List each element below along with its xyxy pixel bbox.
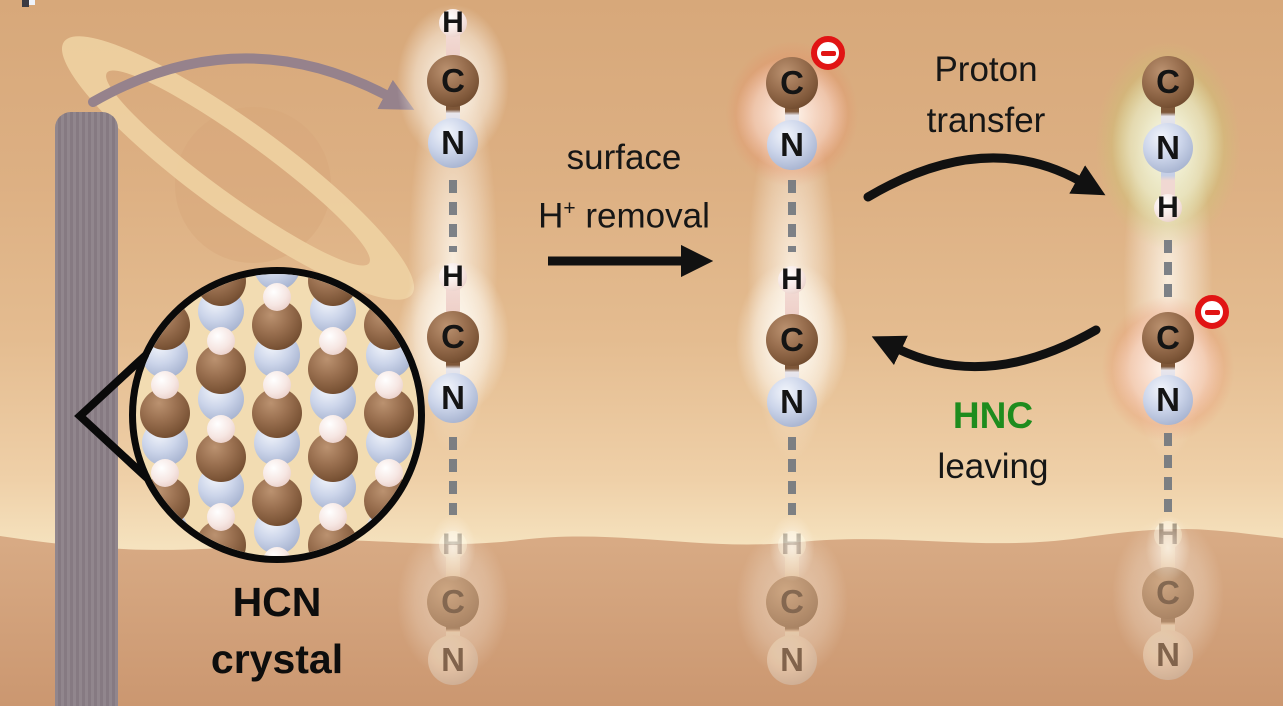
hydrogen-bond-dashes — [449, 437, 457, 515]
crystal-atom — [207, 415, 235, 443]
h-atom: H — [1154, 191, 1182, 224]
atom-label: N — [780, 641, 804, 678]
crystal-atom — [151, 371, 179, 399]
n-atom: N — [767, 120, 817, 170]
atom-label: N — [441, 124, 465, 161]
atom-label: C — [780, 64, 804, 101]
atom-label: N — [780, 126, 804, 163]
h-atom: H — [778, 263, 806, 296]
n-atom: N — [767, 635, 817, 685]
atom-label: N — [780, 383, 804, 420]
n-atom: N — [428, 635, 478, 685]
crystal-lattice — [136, 274, 418, 556]
crystal-atom — [319, 327, 347, 355]
atom-label: H — [1157, 191, 1179, 224]
hydrogen-bond-dashes — [449, 180, 457, 252]
n-atom: N — [1143, 123, 1193, 173]
surface-pillar — [55, 112, 118, 706]
corner-artifact — [22, 0, 36, 7]
crystal-atom — [263, 371, 291, 399]
atom-label: N — [1156, 636, 1180, 673]
c-atom: C — [427, 55, 479, 107]
atom-label: C — [441, 62, 465, 99]
c-atom: C — [427, 311, 479, 363]
atom-label: N — [1156, 381, 1180, 418]
hydrogen-bond-dashes — [1164, 433, 1172, 512]
n-atom: N — [1143, 630, 1193, 680]
hcn-crystal-caption-line1: HCN — [232, 579, 322, 625]
proton-transfer-label: Proton transfer — [927, 44, 1046, 146]
hydrogen-bond-dashes — [788, 180, 796, 252]
crystal-atom — [375, 371, 403, 399]
crystal-atom — [263, 283, 291, 311]
hnc-text: HNC — [952, 395, 1034, 436]
n-atom: N — [1143, 375, 1193, 425]
crystal-atom — [151, 283, 179, 311]
atom-label: H — [781, 263, 803, 296]
proton-transfer-line1: Proton — [934, 50, 1038, 89]
c-atom: C — [766, 57, 818, 109]
c-atom: C — [766, 314, 818, 366]
minus-charge-icon — [1195, 295, 1229, 329]
surface-h-removal-line1: surface — [566, 138, 682, 177]
h-atom: H — [439, 6, 467, 39]
crystal-atom — [319, 503, 347, 531]
crystal-atom — [207, 327, 235, 355]
atom-label: C — [780, 321, 804, 358]
n-atom: N — [767, 377, 817, 427]
surface-light-glow — [1136, 500, 1200, 596]
crystal-atom — [207, 503, 235, 531]
atom-label: N — [441, 641, 465, 678]
h-atom: H — [439, 260, 467, 293]
leaving-text: leaving — [937, 447, 1049, 486]
corner-artifact-light — [29, 0, 35, 5]
n-atom: N — [428, 118, 478, 168]
hydrogen-bond-dashes — [788, 437, 796, 515]
atom-label: H — [442, 260, 464, 293]
crystal-atom — [375, 283, 403, 311]
atom-label: C — [1156, 63, 1180, 100]
surface-h-removal-line2: H+ removal — [538, 196, 710, 236]
c-atom: C — [1142, 56, 1194, 108]
proton-transfer-line2: transfer — [926, 101, 1046, 140]
c-atom: C — [1142, 312, 1194, 364]
hnc-leaving-label: HNC leaving — [938, 390, 1049, 492]
surface-h-removal-label: surface H+ removal — [538, 132, 710, 242]
hcn-crystal-caption-line2: crystal — [210, 636, 344, 682]
crystal-atom — [151, 459, 179, 487]
hcn-crystal-caption: HCN crystal — [211, 574, 343, 688]
crystal-atom — [375, 459, 403, 487]
hydrogen-bond-dashes — [1164, 240, 1172, 305]
atom-label: N — [441, 379, 465, 416]
n-atom: N — [428, 373, 478, 423]
corner-artifact-dark — [22, 0, 29, 7]
minus-charge-icon — [811, 36, 845, 70]
crystal-atom — [263, 459, 291, 487]
hcn-crystal-inset — [129, 267, 425, 563]
atom-label: H — [442, 6, 464, 39]
atom-label: C — [1156, 319, 1180, 356]
atom-label: C — [441, 318, 465, 355]
atom-label: N — [1156, 129, 1180, 166]
crystal-atom — [319, 415, 347, 443]
